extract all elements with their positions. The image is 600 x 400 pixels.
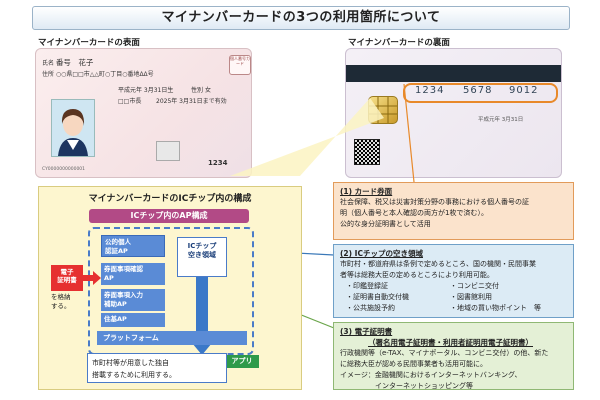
box1-line: 明（個人番号と本人確認の両方が1枚で済む）。 <box>340 209 488 217</box>
box3-subheading: （署名用電子証明書・利用者証明用電子証明書） <box>368 338 533 347</box>
ap-public-auth: 公的個人 認証AP <box>101 235 165 257</box>
box3-line: インターネットショッピング等 <box>340 382 473 390</box>
box1-line: 公的な身分証明書として活用 <box>340 220 431 228</box>
ic-chip-icon <box>368 96 398 124</box>
page-title: マイナンバーカードの3つの利用箇所について <box>32 6 570 30</box>
card-id: CY0000000000001 <box>42 167 86 172</box>
front-number: 1234 <box>208 159 228 167</box>
back-label: マイナンバーカードの裏面 <box>348 38 450 48</box>
muni-note-line1: 市町村等が用意した独自 <box>92 359 169 367</box>
person-icon <box>58 109 88 156</box>
name-field: 氏名 <box>42 60 55 67</box>
box3-line: に総務大臣が認める民間事業者も活用可能に。 <box>340 360 487 368</box>
free-area: ICチップ 空き領域 <box>177 237 227 277</box>
number-group-1: 1234 <box>415 85 445 96</box>
back-number-highlight: 1234 5678 9012 <box>403 83 558 103</box>
box1-heading: (1) カード券面 <box>340 187 393 196</box>
box3-line: 行政機関等（e-TAX、マイナポータル、コンビニ交付）の他、新た <box>340 349 549 357</box>
card-back: 1234 5678 9012 平成元年 3月31日 <box>345 48 562 178</box>
ap-face-confirm: 券面事項確認 AP <box>101 263 165 285</box>
sex-value: 女 <box>204 87 211 94</box>
box2-item: ・印鑑登録証 <box>346 282 388 290</box>
expiry-text: 2025年 3月31日まで有効 <box>156 98 227 105</box>
box2-item: ・図書館利用 <box>450 293 492 301</box>
ic-chip-panel: マイナンバーカードのICチップ内の構成 ICチップ内のAP構成 公的個人 認証A… <box>38 186 302 390</box>
sex-label: 性別 <box>191 87 204 94</box>
ap-face-input: 券面事項入力 補助AP <box>101 289 165 311</box>
info-box-free-area: (2) ICチップの空き領域 市町村・都道府県は条例で定めるところ、国の機関・民… <box>333 244 574 318</box>
ecert-badge: 電子 証明書 <box>51 265 83 291</box>
box3-heading: (3) 電子証明書 <box>340 327 393 336</box>
municipality-note: 市町村等が用意した独自 搭載するために利用する。 <box>87 353 227 383</box>
box2-line: 者等は総務大臣の定めるところにより利用可能。 <box>340 271 494 279</box>
birth-text: 平成元年 3月31日生 <box>118 87 174 94</box>
app-label: アプリ <box>225 355 259 368</box>
issuer-text: □□市長 <box>118 98 142 105</box>
card-front: 氏名 番号 花子 住所 ○○県□□市△△町○丁目○番地ΔΔ号 平成元年 3月31… <box>35 48 252 178</box>
info-box-card-face: (1) カード券面 社会保障、税又は災害対策分野の事務における個人番号の証 明（… <box>333 182 574 240</box>
number-group-2: 5678 <box>463 85 493 96</box>
back-date: 平成元年 3月31日 <box>478 117 524 123</box>
muni-note-line2: 搭載するために利用する。 <box>92 371 176 379</box>
info-box-ecert: (3) 電子証明書 （署名用電子証明書・利用者証明用電子証明書） 行政機関等（e… <box>333 322 574 390</box>
face-photo <box>51 99 95 157</box>
box2-line: 市町村・都道府県は条例で定めるところ、国の機関・民間事業 <box>340 260 536 268</box>
qr-code-icon <box>354 139 380 165</box>
down-arrow-icon <box>187 277 217 355</box>
right-arrow-icon <box>83 271 101 285</box>
box2-heading: (2) ICチップの空き領域 <box>340 249 423 258</box>
ic-panel-title: マイナンバーカードのICチップ内の構成 <box>88 194 252 204</box>
number-group-3: 9012 <box>509 85 539 96</box>
platform-bar: プラットフォーム <box>97 331 247 345</box>
ap-juki: 住基AP <box>101 313 165 327</box>
box2-item: ・コンビニ交付 <box>450 282 499 290</box>
box2-item: ・証明書自動交付機 <box>346 293 409 301</box>
magnetic-stripe <box>346 65 561 82</box>
ecert-note: を格納 する。 <box>51 293 71 310</box>
box2-item: ・公共施設予約 <box>346 304 395 312</box>
ap-header: ICチップ内のAP構成 <box>89 209 249 223</box>
photo-box <box>156 141 180 161</box>
box3-line: イメージ：金融機関におけるインターネットバンキング、 <box>340 371 522 379</box>
name-value: 番号 花子 <box>55 58 94 67</box>
box2-item: ・地域の買い物ポイント 等 <box>450 304 541 312</box>
front-label: マイナンバーカードの表面 <box>38 38 140 48</box>
address-field: 住所 <box>42 71 55 78</box>
box1-line: 社会保障、税又は災害対策分野の事務における個人番号の証 <box>340 198 529 206</box>
address-value: ○○県□□市△△町○丁目○番地ΔΔ号 <box>55 71 154 78</box>
card-seal: 個人番号カード <box>229 55 251 75</box>
